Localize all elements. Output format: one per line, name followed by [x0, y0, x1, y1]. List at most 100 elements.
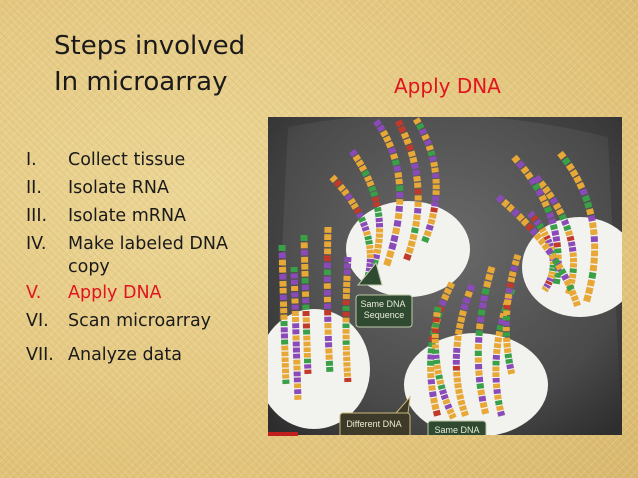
dna-segment	[586, 279, 596, 287]
dna-segment	[503, 347, 512, 354]
dna-segment	[350, 202, 359, 210]
dna-segment	[520, 217, 530, 227]
dna-segment	[485, 273, 494, 281]
dna-segment	[543, 206, 553, 214]
array-spot	[404, 333, 548, 435]
dna-segment	[427, 378, 436, 385]
dna-segment	[441, 293, 450, 301]
dna-segment	[440, 393, 449, 401]
dna-segment	[394, 119, 404, 128]
dna-segment	[446, 281, 456, 290]
dna-segment	[412, 220, 420, 228]
dna-segment	[541, 200, 550, 208]
dna-segment	[587, 215, 596, 222]
dna-segment	[553, 242, 561, 248]
dna-segment	[541, 285, 549, 293]
label-same-dna: Same DNA	[427, 420, 487, 435]
dna-segment	[409, 156, 418, 164]
dna-segment	[391, 159, 400, 166]
dna-segment	[552, 236, 561, 242]
dna-segment	[428, 212, 437, 219]
dna-segment	[503, 299, 512, 305]
dna-segment	[434, 369, 443, 375]
list-item: VII. Analyze data	[26, 341, 248, 369]
dna-segment	[361, 169, 370, 178]
step-text: Analyze data	[68, 345, 182, 365]
dna-segment	[538, 226, 547, 234]
step-text: Scan microarray	[68, 311, 212, 331]
dna-segment	[388, 242, 397, 251]
dna-segment	[407, 240, 416, 248]
dna-segment	[478, 395, 487, 402]
dna-segment	[494, 336, 503, 343]
dna-segment	[427, 150, 436, 157]
dna-segment	[513, 253, 522, 261]
dna-segment	[425, 224, 434, 231]
dna-segment	[511, 259, 520, 267]
dna-segment	[364, 235, 373, 241]
dna-segment	[545, 247, 554, 256]
dna-segment	[520, 165, 530, 175]
list-item: VI. Scan microarray	[26, 307, 248, 335]
dna-segment	[405, 144, 415, 152]
dna-segment	[486, 266, 496, 274]
dna-segment	[358, 216, 367, 223]
dna-segment	[432, 317, 440, 323]
list-item: IV. Make labeled DNA copy	[26, 230, 248, 279]
slide-title: Steps involved In microarray	[54, 28, 245, 100]
dna-segment	[497, 318, 506, 326]
dna-segment	[481, 407, 490, 415]
dna-segment	[504, 293, 513, 299]
dna-segment	[511, 154, 521, 164]
dna-segment	[394, 212, 403, 220]
dna-segment	[429, 155, 437, 162]
dna-segment	[569, 169, 579, 178]
svg-text:Same DNA Sequence: Same DNA Sequence	[360, 299, 407, 320]
dna-segment	[435, 374, 444, 380]
dna-segment	[458, 309, 467, 317]
label-same-dna-sequence: Same DNA Sequence	[355, 261, 413, 328]
dna-segment	[423, 139, 432, 146]
dna-segment	[506, 282, 515, 289]
dna-segment	[563, 278, 573, 287]
dna-segment	[568, 289, 577, 297]
dna-segment	[524, 171, 534, 181]
dna-segment	[568, 273, 577, 279]
dna-segment	[544, 238, 553, 245]
dna-segment	[462, 296, 471, 305]
dna-segment	[333, 179, 343, 188]
dna-segment	[444, 403, 453, 410]
step-number: VI.	[26, 311, 49, 331]
dna-segment	[397, 125, 407, 134]
dna-segment	[589, 264, 598, 272]
label-group: Same DNA Sequence Different DNA Same DNA	[339, 261, 487, 435]
dna-segment	[456, 394, 465, 401]
dna-segment	[395, 178, 403, 185]
dna-segment	[392, 227, 401, 235]
dna-segment	[516, 213, 525, 222]
dna-segment	[535, 188, 545, 197]
dna-segment	[437, 384, 446, 391]
dna-segment	[542, 185, 551, 195]
dna-segment	[352, 154, 362, 163]
dna-segment	[446, 408, 455, 415]
dna-segment	[457, 316, 466, 323]
dna-segment	[427, 218, 436, 225]
dna-segment	[549, 196, 559, 206]
dna-segment	[371, 196, 380, 203]
dna-segment	[545, 280, 553, 286]
dna-segment	[413, 214, 421, 221]
dna-segment	[329, 174, 338, 184]
dna-segment	[374, 212, 383, 218]
dna-segment	[466, 283, 476, 292]
step-text: Collect tissue	[68, 150, 186, 170]
dna-segment	[480, 294, 489, 303]
dna-segment	[349, 149, 358, 158]
step-text: Apply DNA	[68, 283, 162, 303]
dna-segment	[572, 300, 581, 308]
dna-segment	[548, 218, 557, 225]
dna-segment	[495, 330, 504, 337]
dna-segment	[573, 175, 583, 184]
dna-segment	[555, 262, 564, 271]
dna-segment	[409, 233, 418, 241]
